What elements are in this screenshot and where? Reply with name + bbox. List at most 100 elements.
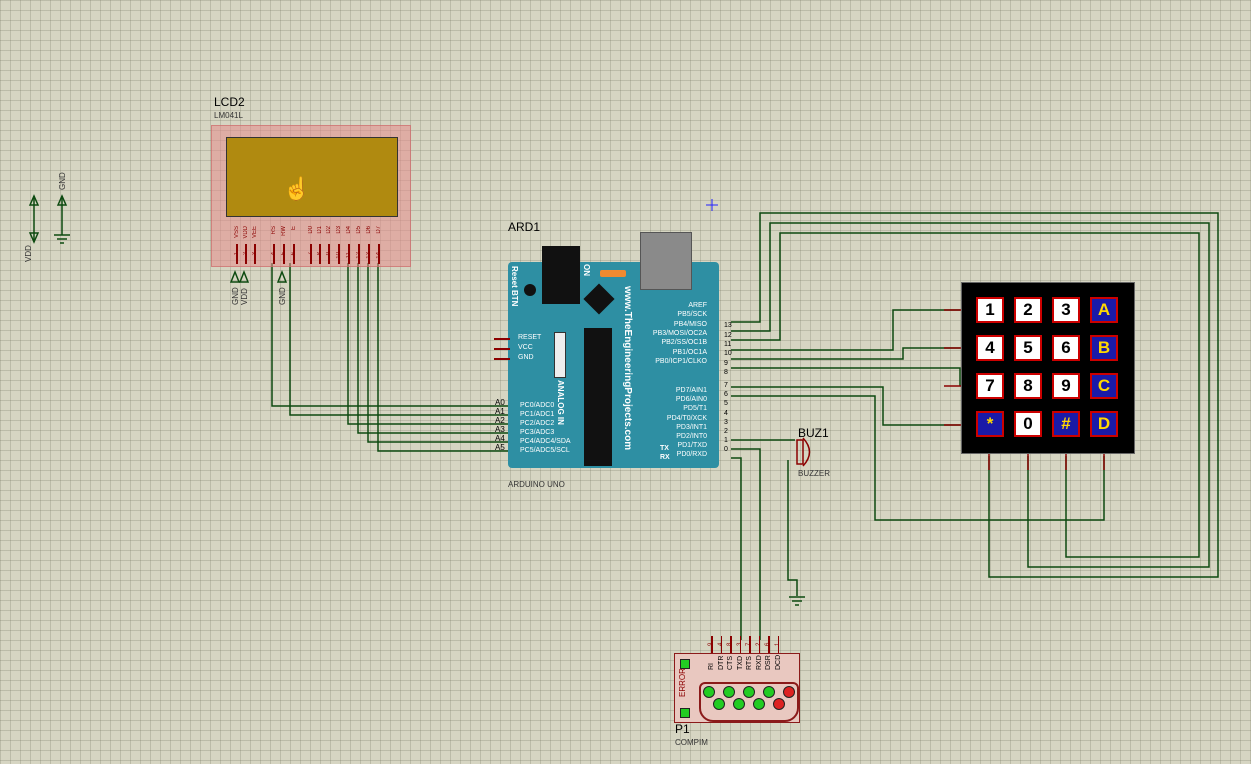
lcd-pin-label: D3 [336,226,342,234]
lcd-pin-stub [378,244,380,264]
lcd-pin-stub [358,244,360,264]
lcd-pin-label: VSS [234,226,240,239]
compim-pin-stub [720,636,722,653]
lcd-pin-label: D4 [346,226,352,234]
keypad-key-16[interactable]: D [1090,411,1118,437]
compim-pin-stub [758,636,760,653]
wire-d8 [731,367,961,386]
arduino-analog-pin: PC1/ADC1 [520,411,555,418]
keypad-key-3[interactable]: 3 [1052,297,1080,323]
db9-pin-dot [733,698,745,710]
arduino-right-num: 3 [724,418,728,426]
arduino-right-pin: PB3/MOSI/OC2A [652,329,707,337]
wire-txd [731,448,761,640]
arduino-analog-pin: PC0/ADC0 [520,402,555,409]
arduino-right-pin: PD0/RXD [676,451,707,459]
arduino-analog-pin: PC5/ADC5/SCL [520,447,570,454]
wire-d13 [731,212,1219,578]
wire-lcd-e [289,263,510,416]
arduino-analog-label: A3 [495,425,505,434]
keypad-key-4[interactable]: A [1090,297,1118,323]
compim-pin-stub [739,636,741,653]
lcd-ref-label: LCD2 [214,95,245,109]
tx-label: TX [660,445,669,452]
arduino-analog-pin: PC3/ADC3 [520,429,555,436]
keypad-key-12[interactable]: C [1090,373,1118,399]
compim-pin-label: RXD [755,655,763,670]
db9-pin-dot [753,698,765,710]
wire-lcd-rs [271,263,510,407]
lcd-pin-stub [368,244,370,264]
buzzer-symbol[interactable] [796,437,811,467]
lcd-pin-stub [328,244,330,264]
arduino-right-num: 1 [724,437,728,445]
db9-pin-dot [783,686,795,698]
arduino-right-pin: PD7/AIN1 [675,387,707,394]
wire-rxd [731,457,742,640]
lcd-model-label: LM041L [214,111,243,120]
arduino-right-pin: PB5/SCK [677,311,707,319]
wire-buzzer-gnd [787,460,798,596]
lcd-pin-stub [319,244,321,264]
keypad-key-15[interactable]: # [1052,411,1080,437]
arduino-analog-label: A5 [495,443,505,452]
wire-d9 [731,347,960,360]
arduino-right-num: 0 [724,446,728,454]
db9-pin-dot [743,686,755,698]
keypad-key-14[interactable]: 0 [1014,411,1042,437]
arduino-right-pin: PB4/MISO [673,320,707,328]
compim-ref-label: P1 [675,722,690,736]
arduino-left-stub [494,358,510,360]
wire-d10 [731,309,960,351]
keypad-key-2[interactable]: 2 [1014,297,1042,323]
arduino-right-num: 5 [724,400,728,408]
arduino-right-pin: AREF [688,302,707,309]
lcd-display[interactable]: ☝ VSS1VDD2VEE3RS4RW5E6D07D18D29D310D411D… [211,125,411,267]
arduino-right-num: 4 [724,409,728,417]
arduino-right-num: 11 [724,340,732,348]
keypad-pins [944,309,1105,470]
analog-in-label: ANALOG IN [556,380,565,425]
keypad-key-1[interactable]: 1 [976,297,1004,323]
wires [271,212,1219,640]
keypad-key-11[interactable]: 9 [1052,373,1080,399]
keypad-key-5[interactable]: 4 [976,335,1004,361]
reset-btn-label: Reset BTN [510,266,519,307]
lcd-pin-stub [236,244,238,264]
keypad-key-8[interactable]: B [1090,335,1118,361]
arduino-left-pin: RESET [518,334,542,341]
lcd-pin-label: D7 [376,226,382,234]
compim-connector[interactable]: ERROR [674,653,800,723]
compim-model-label: COMPIM [675,738,708,747]
compim-pin-label: DCD [774,654,782,670]
keypad-key-13[interactable]: * [976,411,1004,437]
microcontroller-chip [584,328,612,466]
lcd-pin-label: RW [281,226,287,236]
chip-small [583,283,615,315]
reset-button[interactable] [524,284,536,296]
website-label: www.TheEngineeringProjects.com [622,286,633,451]
arduino-right-num: 9 [724,359,728,367]
arduino-right-num: 6 [724,391,728,399]
error-led-bottom [680,708,690,718]
compim-pin-label: DSR [765,655,772,670]
arduino-board[interactable]: Reset BTN ON www.TheEngineeringProjects.… [508,232,719,468]
arduino-right-pin: PD2/INT0 [676,433,707,440]
keypad-key-7[interactable]: 6 [1052,335,1080,361]
arduino-analog-label: A2 [495,416,505,425]
keypad-key-9[interactable]: 7 [976,373,1004,399]
error-led-top [680,659,690,669]
vdd-terminal[interactable] [28,194,40,244]
arduino-right-pin: PD3/INT1 [676,423,707,431]
gnd-terminal[interactable] [54,194,70,244]
arduino-analog-pin: PC2/ADC2 [520,420,555,427]
buzzer-ground [789,596,805,606]
lcd-gnd2-label: GND [278,287,287,305]
wire-lcd-d5 [357,263,510,434]
usb-port [640,232,692,290]
lcd-screen[interactable]: ☝ [226,137,398,217]
keypad-key-6[interactable]: 5 [1014,335,1042,361]
keypad-key-10[interactable]: 8 [1014,373,1042,399]
